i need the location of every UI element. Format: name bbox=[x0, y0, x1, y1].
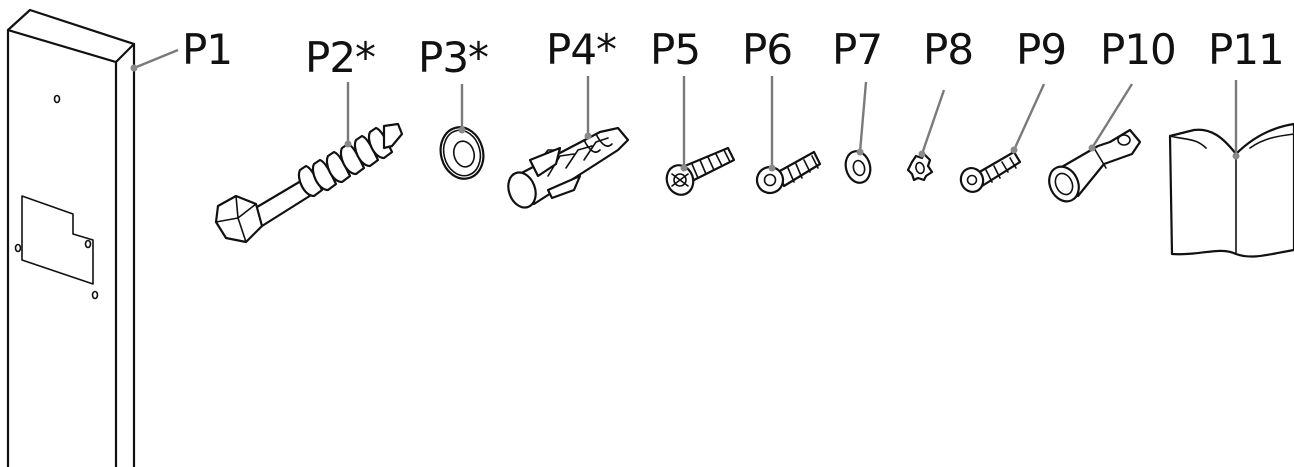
label-p6: P6 bbox=[742, 25, 792, 74]
small-screw-icon bbox=[959, 150, 1022, 193]
label-p8: P8 bbox=[923, 25, 973, 74]
socket-head-screw-icon bbox=[755, 150, 822, 195]
flat-washer-icon bbox=[439, 126, 485, 180]
label-p5: P5 bbox=[650, 25, 700, 74]
leader-p10 bbox=[1090, 83, 1134, 149]
small-washer-icon bbox=[844, 150, 872, 184]
label-p3: P3* bbox=[418, 33, 488, 82]
leader-p1 bbox=[133, 48, 179, 70]
leader-p8 bbox=[920, 89, 946, 155]
label-p1: P1 bbox=[182, 25, 232, 74]
pillar-post-icon bbox=[6, 8, 136, 467]
label-p4: P4* bbox=[546, 25, 616, 74]
lock-washer-icon bbox=[906, 152, 934, 182]
label-p7: P7 bbox=[832, 25, 882, 74]
countersunk-screw-icon bbox=[665, 146, 736, 196]
leader-p7 bbox=[858, 81, 868, 153]
folded-sheet-icon bbox=[1168, 122, 1294, 258]
label-p11: P11 bbox=[1208, 25, 1284, 74]
leader-p9 bbox=[1012, 83, 1046, 151]
label-p9: P9 bbox=[1016, 25, 1066, 74]
label-p2: P2* bbox=[305, 33, 375, 82]
cable-lug-icon bbox=[1048, 128, 1142, 203]
wall-plug-icon bbox=[507, 126, 630, 209]
hex-lag-screw-icon bbox=[214, 122, 404, 244]
label-p10: P10 bbox=[1100, 25, 1176, 74]
